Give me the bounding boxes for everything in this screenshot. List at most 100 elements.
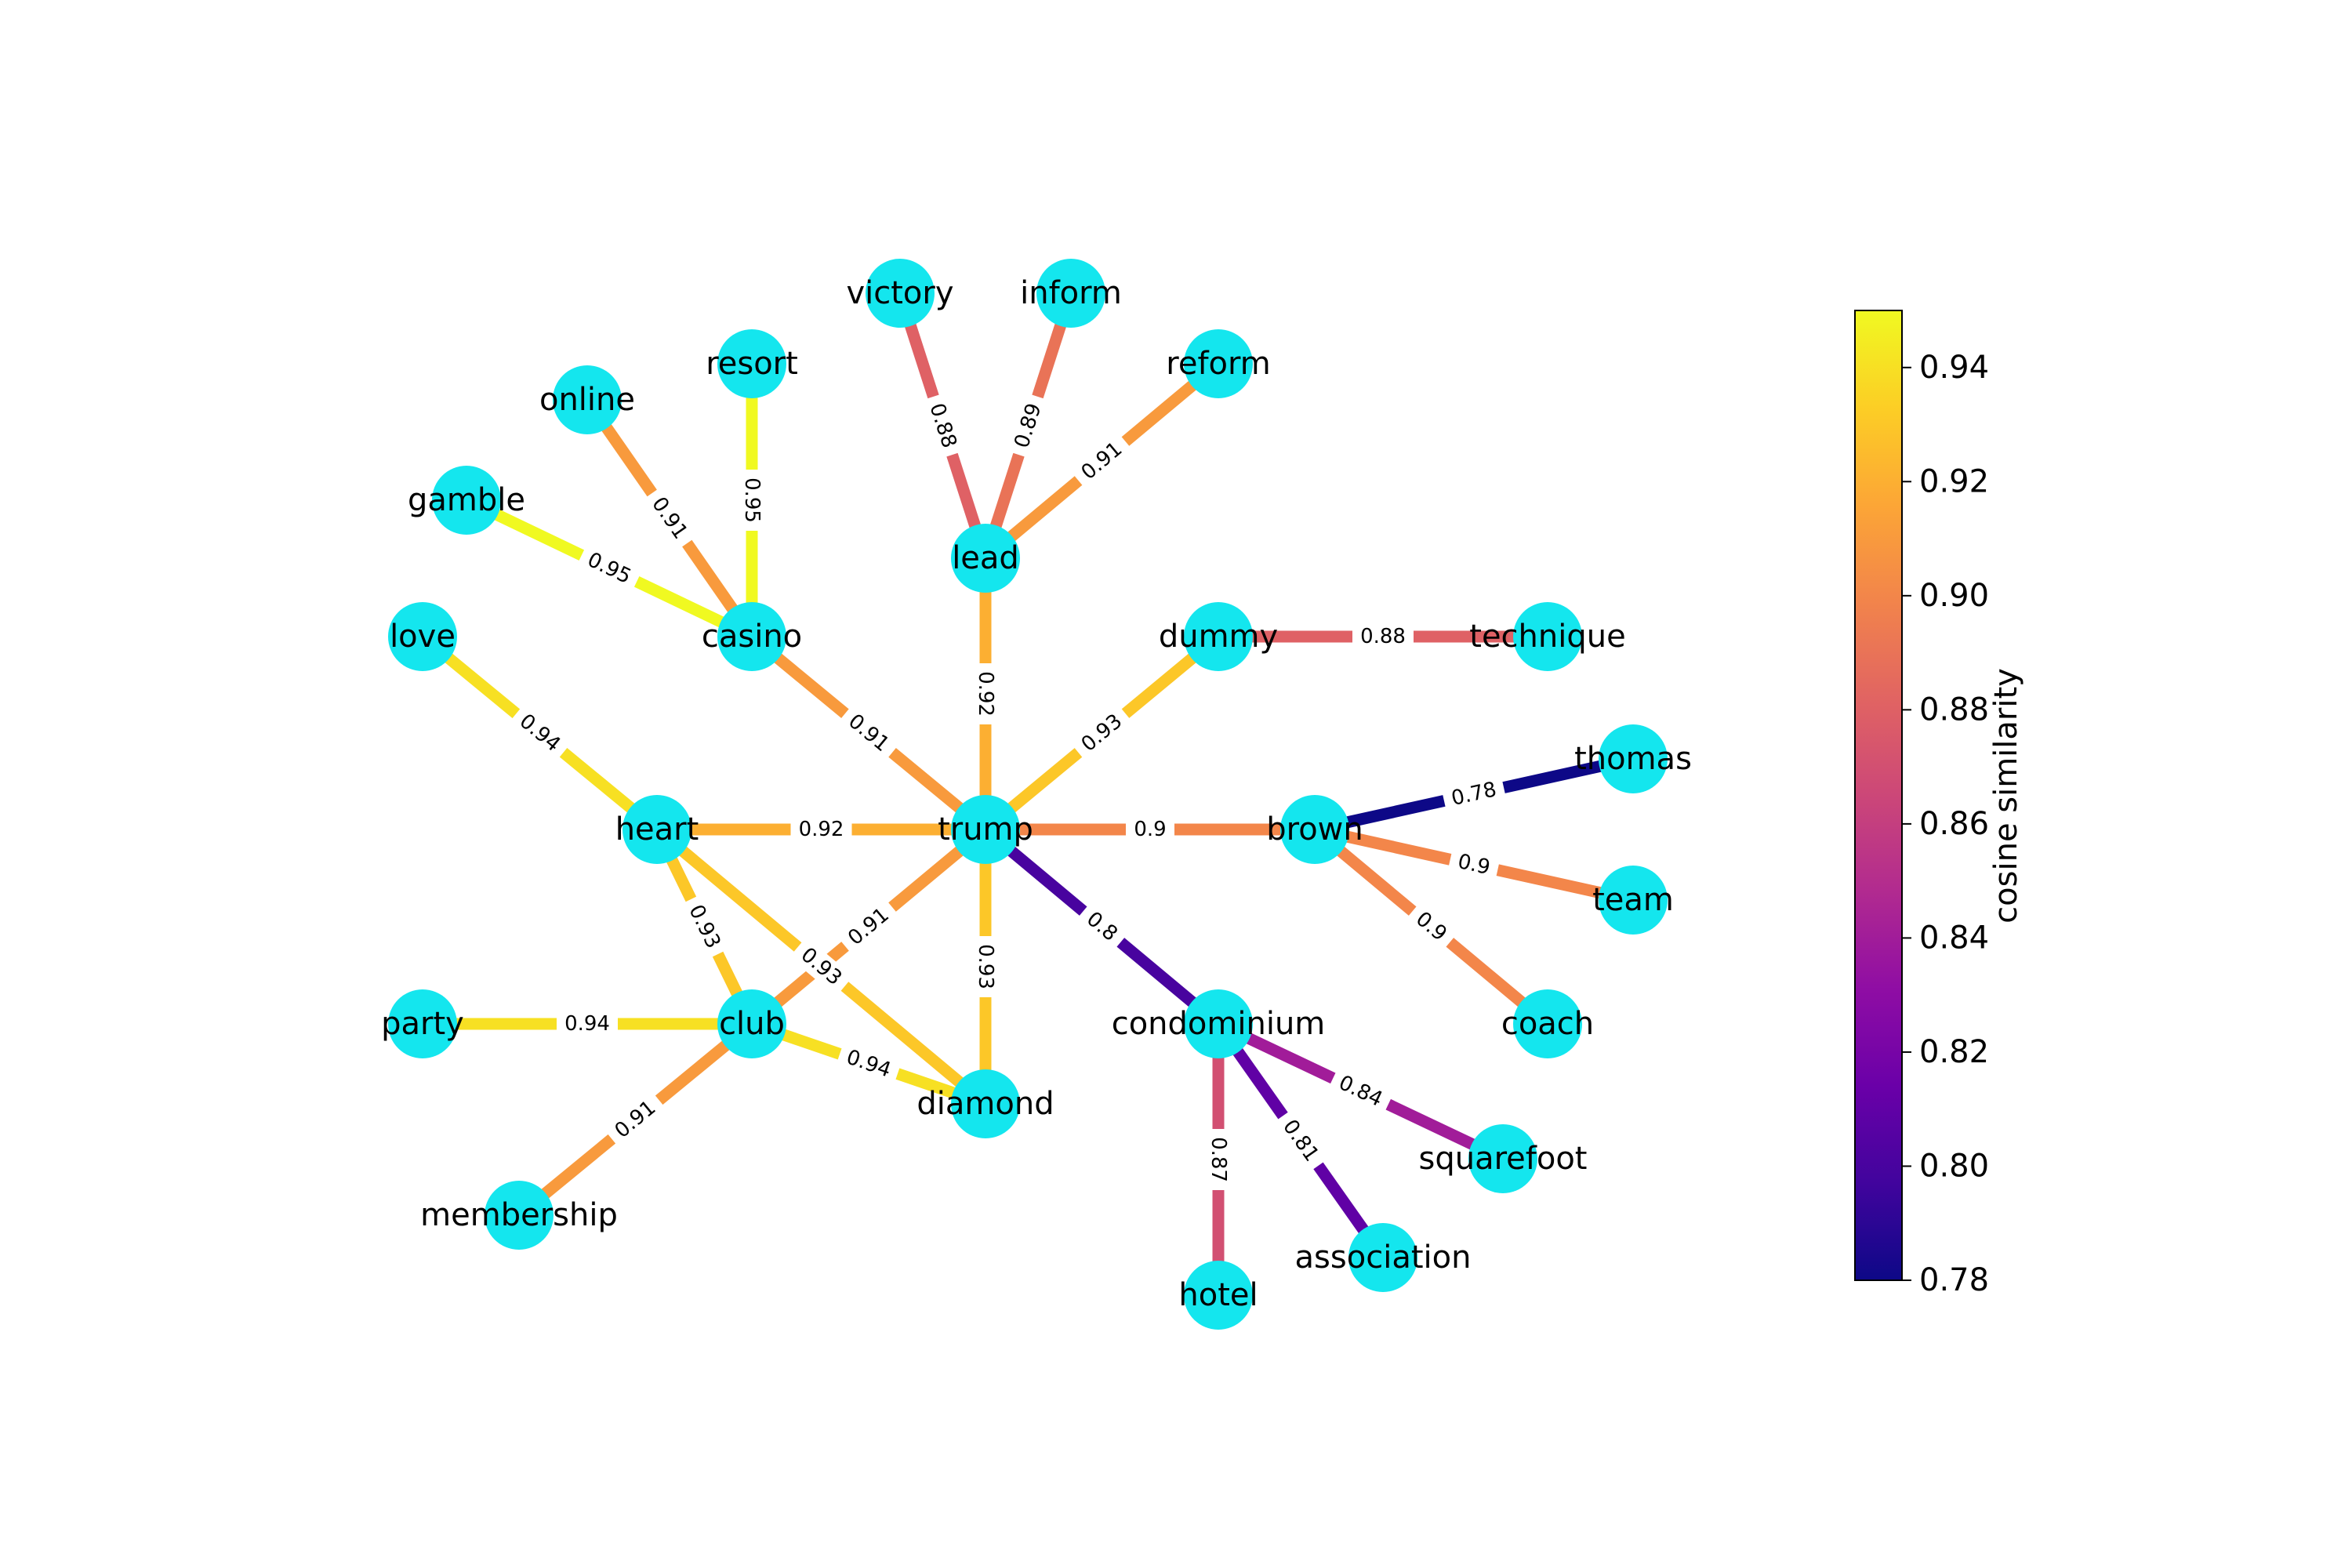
node-circle (388, 602, 457, 671)
node-circle (1184, 602, 1253, 671)
node-trump: trump (938, 795, 1033, 864)
edge-label-background (679, 893, 730, 960)
edge-label-group: 0.92 (972, 663, 999, 724)
edge-label-background (1447, 846, 1501, 884)
edge-label-group: 0.81 (1272, 1108, 1330, 1174)
edge-label-group: 0.91 (837, 703, 901, 763)
edge-label-group: 0.91 (641, 485, 699, 551)
node-circle (1348, 1223, 1417, 1292)
colorbar-tick-label: 0.86 (1919, 806, 1989, 842)
node-circle (622, 795, 691, 864)
node-victory: victory (846, 259, 954, 328)
node-circle (485, 1181, 554, 1250)
edge-label-group: 0.89 (1006, 392, 1051, 459)
edge-label-group: 0.93 (679, 893, 730, 960)
node-label: inform (1020, 275, 1122, 311)
node-label: lead (952, 540, 1019, 576)
edge-weight-label: 0.9 (1134, 818, 1166, 841)
node-circle (1184, 989, 1253, 1058)
node-label: hotel (1178, 1277, 1258, 1313)
node-circle (951, 524, 1020, 593)
edge-label-background (837, 896, 901, 957)
colorbar: 0.780.800.820.840.860.880.900.920.94 cos… (1854, 310, 2024, 1298)
edge-weight-label: 0.87 (1207, 1137, 1230, 1182)
node-label: association (1295, 1240, 1472, 1276)
edge-label-background (507, 703, 572, 763)
edge-label-group: 0.87 (1205, 1129, 1232, 1190)
edge-label-background (1403, 901, 1459, 953)
edge-label-background (972, 663, 999, 724)
edge-weight-label: 0.95 (740, 477, 764, 523)
edge-label-group: 0.93 (972, 936, 999, 997)
node-coach: coach (1501, 989, 1594, 1058)
node-casino: casino (702, 602, 802, 671)
node-label: technique (1469, 619, 1625, 655)
edge-weight-label: 0.78 (1449, 778, 1498, 811)
edge-label-background (1272, 1108, 1330, 1174)
edge-label-background (1441, 774, 1507, 815)
node-circle (388, 989, 457, 1058)
colorbar-tick-label: 0.78 (1919, 1262, 1989, 1298)
node-label: club (719, 1006, 785, 1042)
node-label: brown (1266, 811, 1363, 848)
node-label: love (390, 619, 456, 655)
edge-label-group: 0.88 (920, 392, 965, 459)
node-association: association (1295, 1223, 1472, 1292)
colorbar-tick-label: 0.88 (1919, 691, 1989, 728)
node-circle (1184, 1261, 1253, 1330)
colorbar-tick-label: 0.80 (1919, 1148, 1989, 1184)
edge-label-group: 0.9 (1447, 846, 1501, 884)
edge-label-background (557, 1011, 618, 1037)
edge-label-group: 0.95 (575, 543, 643, 594)
node-circle (1599, 866, 1668, 935)
node-thomas: thomas (1574, 724, 1692, 793)
node-circle (717, 329, 786, 398)
edge-label-background (1327, 1065, 1395, 1117)
edge-label-background (1074, 901, 1130, 953)
edge-weight-label: 0.92 (974, 671, 997, 717)
edge-label-group: 0.78 (1441, 774, 1507, 815)
edge-label-group: 0.94 (507, 703, 572, 763)
node-circle (1184, 329, 1253, 398)
edge-label-background (575, 543, 643, 594)
edge-label-background (603, 1090, 668, 1149)
edge-label-background (789, 936, 854, 997)
node-love: love (388, 602, 457, 671)
node-inform: inform (1020, 259, 1122, 328)
colorbar-tick-label: 0.90 (1919, 578, 1989, 614)
node-heart: heart (615, 795, 699, 864)
node-label: casino (702, 619, 802, 655)
node-label: diamond (916, 1086, 1054, 1122)
node-label: party (381, 1006, 464, 1042)
node-circle (1513, 602, 1582, 671)
edge-weight-label: 0.93 (974, 944, 997, 989)
edge-label-background (972, 936, 999, 997)
edge-label-group: 0.91 (603, 1090, 668, 1149)
edge-label-group: 0.84 (1327, 1065, 1395, 1117)
edge-label-group: 0.92 (790, 816, 852, 843)
edge-label-group: 0.93 (1069, 703, 1134, 763)
node-hotel: hotel (1178, 1261, 1258, 1330)
node-label: victory (846, 275, 953, 311)
edge-label-group: 0.9 (1126, 816, 1174, 843)
edge-label-background (1069, 703, 1134, 763)
node-reform: reform (1166, 329, 1271, 398)
node-label: coach (1501, 1006, 1594, 1042)
node-circle (553, 365, 622, 434)
edge-label-group: 0.88 (1352, 623, 1414, 650)
edge-label-group: 0.94 (557, 1011, 618, 1037)
node-diamond: diamond (916, 1069, 1054, 1138)
node-dummy: dummy (1159, 602, 1278, 671)
colorbar-tick-label: 0.84 (1919, 920, 1989, 956)
node-membership: membership (420, 1181, 618, 1250)
node-circle (951, 795, 1020, 864)
node-label: gamble (408, 482, 525, 518)
edge-label-background (790, 816, 852, 843)
node-circle (717, 602, 786, 671)
node-label: thomas (1574, 741, 1692, 777)
node-squarefoot: squarefoot (1419, 1124, 1587, 1193)
node-online: online (539, 365, 635, 434)
node-condominium: condominium (1112, 989, 1325, 1058)
